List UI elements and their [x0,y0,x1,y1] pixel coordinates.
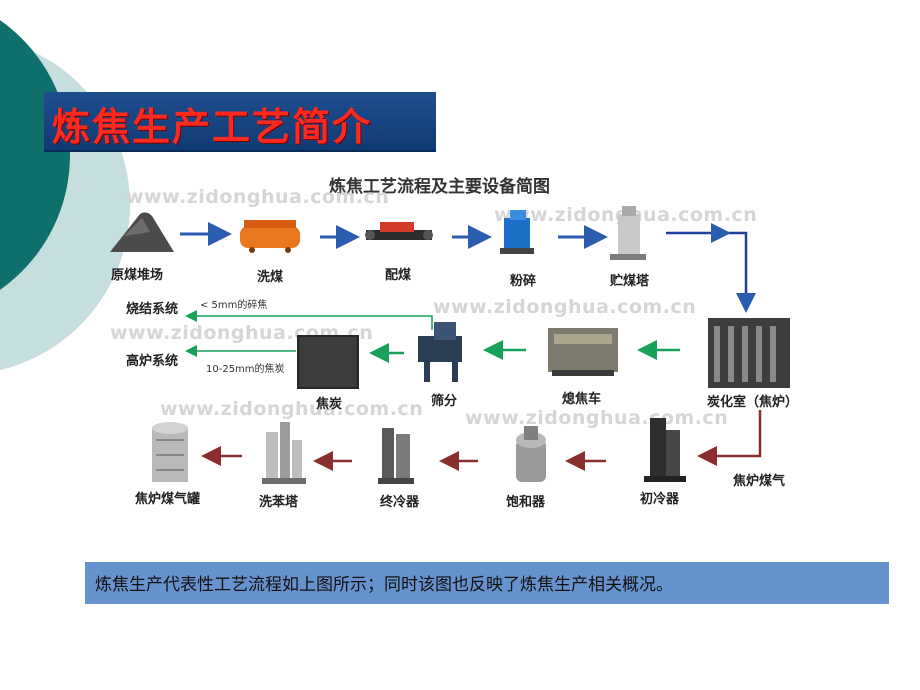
node-label-crushing: 粉碎 [510,274,537,289]
final-cooler-image [378,428,414,484]
node-label-primary-cooler: 初冷器 [640,492,680,507]
node-label-washing: 洗煤 [257,270,284,285]
saturator-image [516,426,546,482]
node-label-final-cooler: 终冷器 [380,495,420,510]
note-fine-coke: < 5mm的碎焦 [200,300,268,311]
title-bar [44,92,436,152]
node-label-quench-car: 熄焦车 [562,392,602,407]
arrow [185,310,433,330]
watermark: www.zidonghua.com.cn [126,186,390,208]
node-label-coke-oven: 炭化室（焦炉） [707,395,799,410]
watermark: www.zidonghua.com.cn [160,398,424,420]
node-label-benzene-tower: 洗苯塔 [259,495,299,510]
node-label-raw-coal: 原煤堆场 [111,268,164,283]
watermark: www.zidonghua.com.cn [433,296,697,318]
note-sized-coke: 10-25mm的焦炭 [206,364,285,375]
node-label-saturator: 饱和器 [506,495,546,510]
crusher-image [500,210,534,254]
coal-storage-tower-image [610,206,646,260]
coke-oven-image [708,318,790,388]
gas-holder-tank-image [152,422,188,482]
raw-coal-pile-image [110,212,174,252]
benzene-washing-tower-image [262,422,306,484]
blending-conveyor-image [365,222,433,240]
arrow [697,410,762,466]
primary-cooler-image [644,418,686,482]
diagram-title: 炼焦工艺流程及主要设备简图 [329,177,550,197]
teal-circle [0,20,70,290]
node-label-coke: 焦炭 [316,397,343,412]
coke-image [297,335,359,389]
caption-text: 炼焦生产代表性工艺流程如上图所示；同时该图也反映了炼焦生产相关概况。 [95,575,673,595]
node-label-sinter: 烧结系统 [126,302,179,317]
node-label-coke-gas: 焦炉煤气 [733,474,786,489]
node-label-blast-furnace: 高炉系统 [126,354,179,369]
slide-title: 炼焦生产工艺简介 [52,105,373,149]
node-label-blending: 配煤 [385,268,412,283]
quench-car-image [548,328,618,376]
caption-box [85,562,889,604]
node-label-storage-tower: 贮煤塔 [610,274,650,289]
coal-washer-image [240,220,300,253]
node-label-screening: 筛分 [431,394,458,409]
node-label-gas-tank: 焦炉煤气罐 [135,492,201,507]
arrow [666,231,756,313]
screening-machine-image [418,322,462,382]
